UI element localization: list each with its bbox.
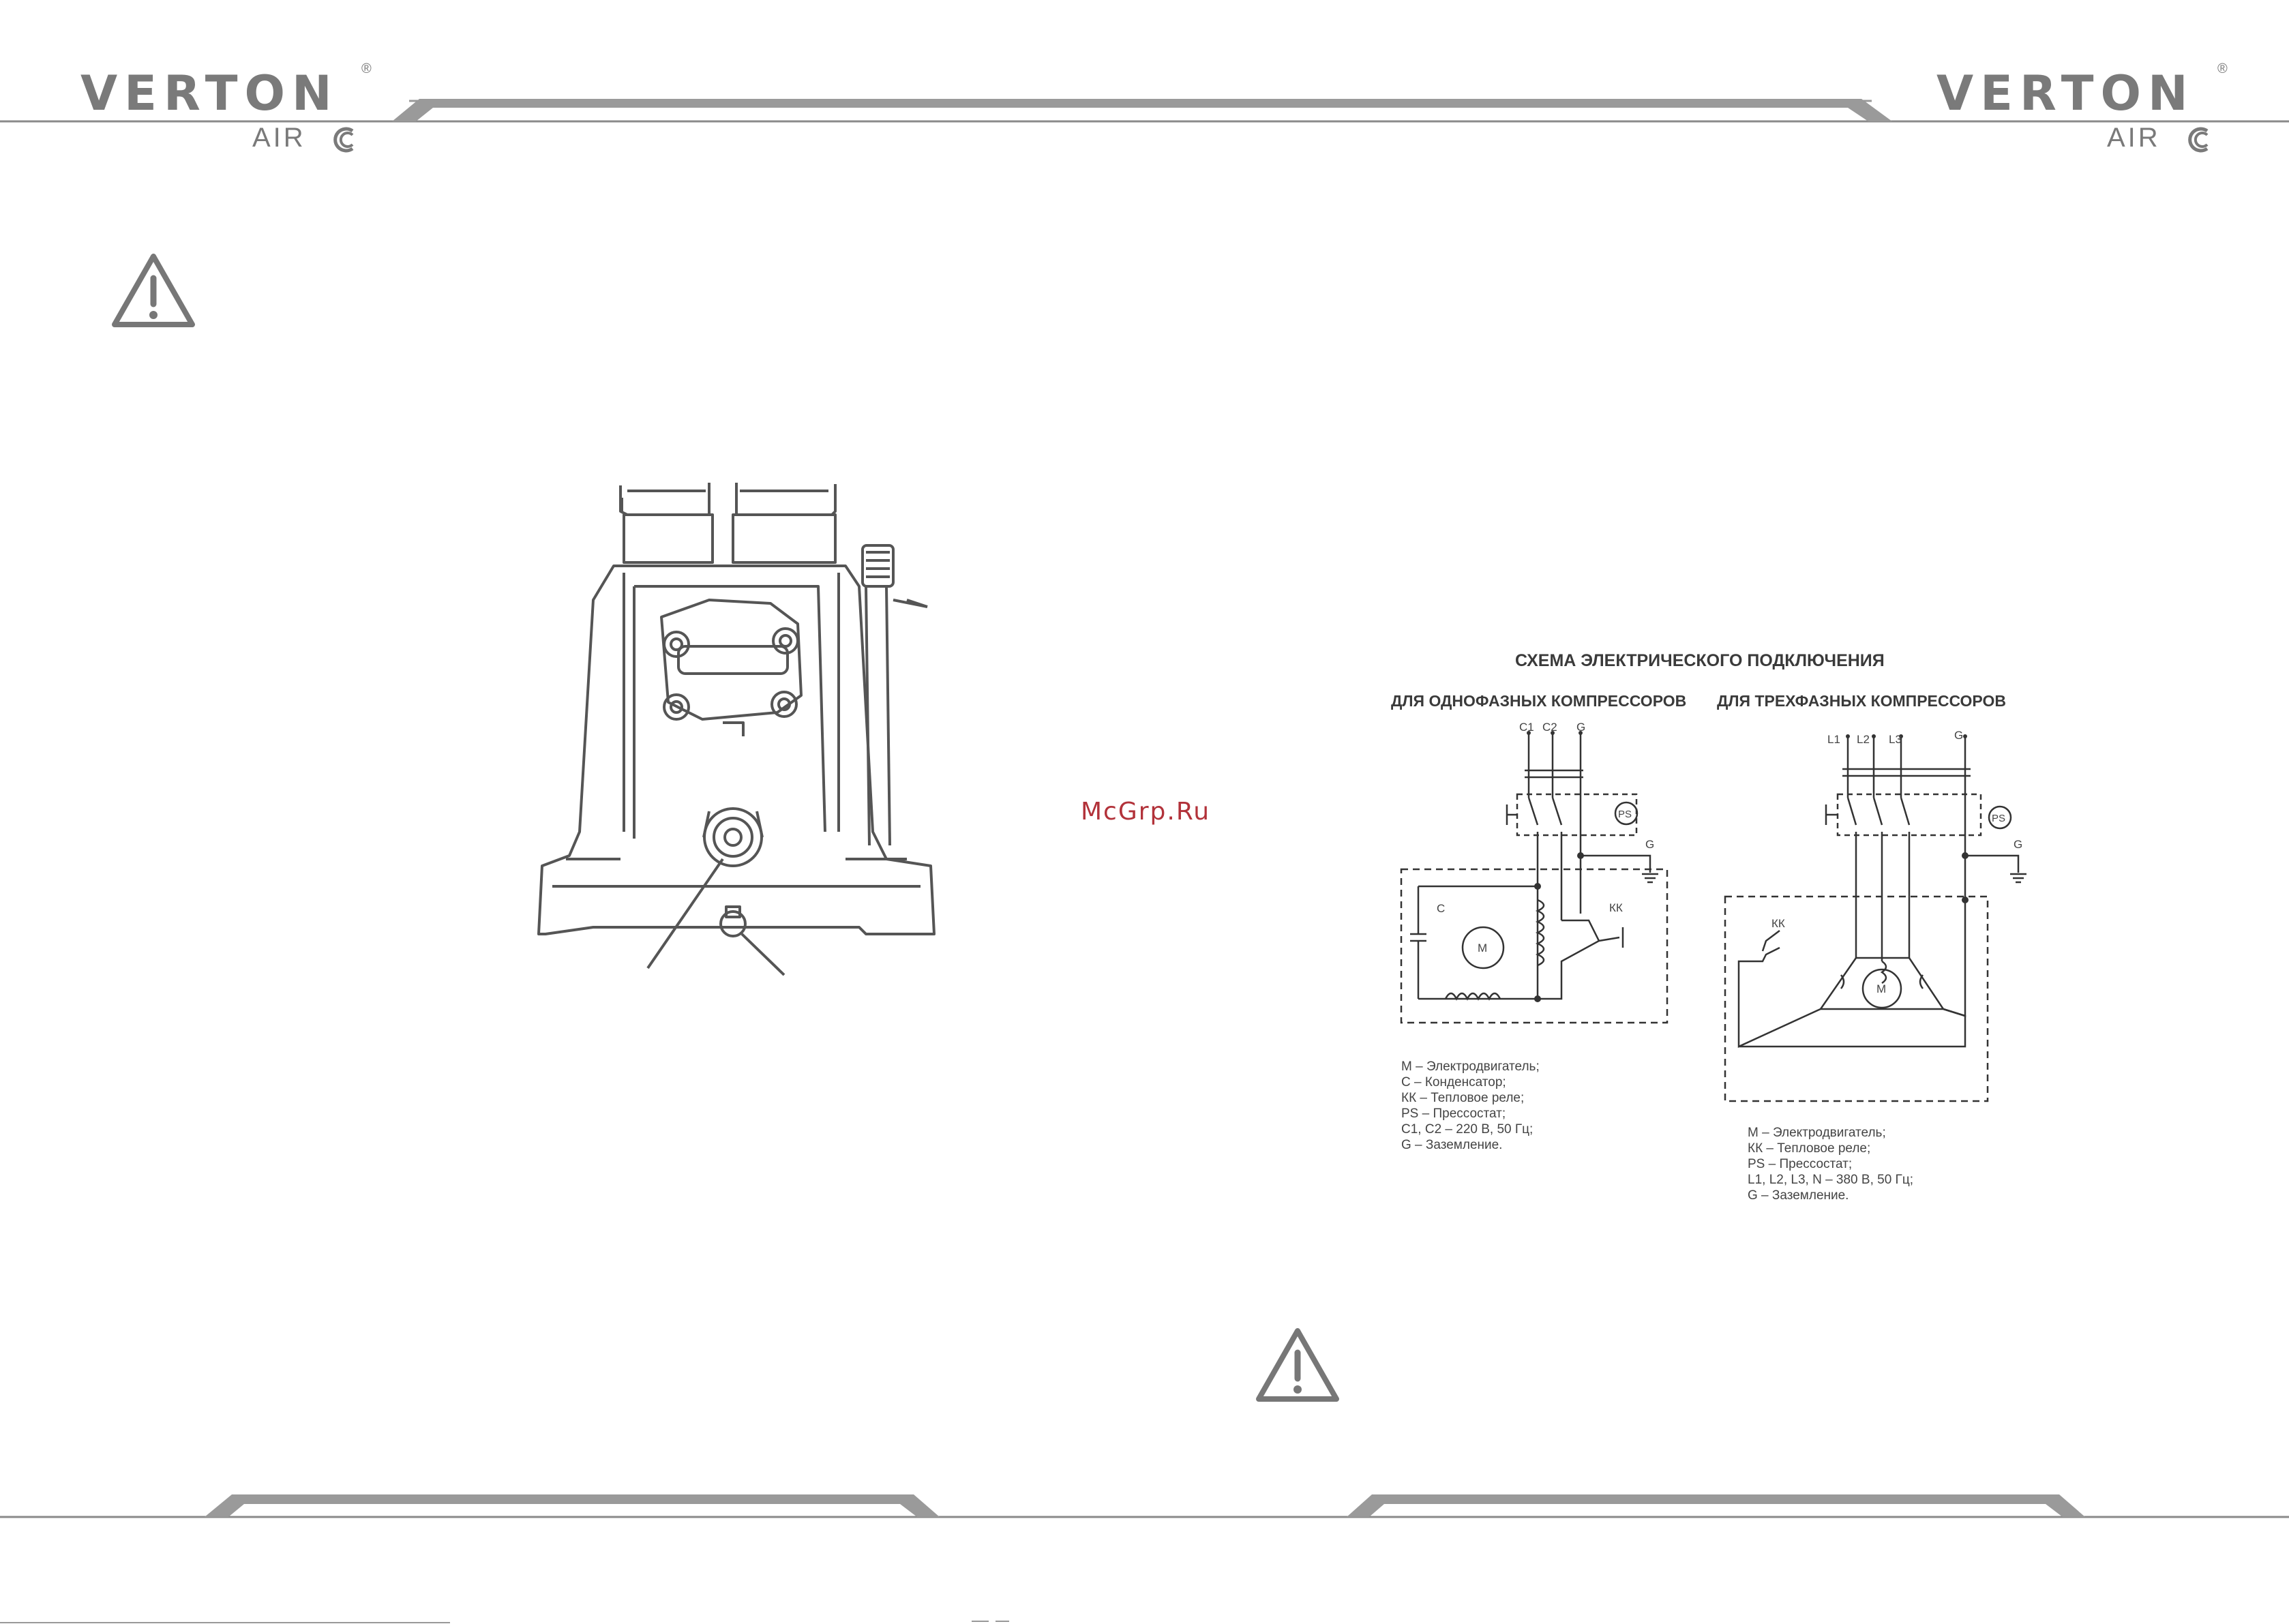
capacitor-label: C — [1437, 902, 1445, 915]
brand-name-left: VERTON — [80, 65, 339, 121]
wind-icon — [333, 127, 354, 153]
legend-item: PS – Прессостат; — [1748, 1157, 1853, 1171]
single-phase-heading: ДЛЯ ОДНОФАЗНЫХ КОМПРЕССОРОВ — [1391, 692, 1687, 710]
warning-triangle-icon — [1256, 1328, 1339, 1402]
terminal-g: G — [1576, 721, 1585, 734]
footer-decoration — [0, 1494, 2289, 1623]
legend-item: КК – Тепловое реле; — [1748, 1141, 1871, 1156]
ground-label: G — [2014, 838, 2022, 851]
legend-item: G – Заземление. — [1748, 1188, 1849, 1203]
motor-label: M — [1478, 942, 1487, 954]
legend-item: L1, L2, L3, N – 380 В, 50 Гц; — [1748, 1173, 1913, 1187]
legend-item: PS – Прессостат; — [1401, 1107, 1506, 1121]
registered-mark-left: ® — [361, 61, 372, 76]
three-phase-heading: ДЛЯ ТРЕХФАЗНЫХ КОМПРЕССОРОВ — [1717, 692, 2006, 710]
terminal-l2: L2 — [1857, 733, 1870, 746]
legend-item: G – Заземление. — [1401, 1138, 1503, 1152]
legend-item: КК – Тепловое реле; — [1401, 1091, 1525, 1105]
relay-label: КК — [1609, 901, 1623, 914]
three-phase-legend: M – Электродвигатель; КК – Тепловое реле… — [1748, 1125, 1913, 1203]
watermark: McGrp.Ru — [1081, 798, 1211, 826]
terminal-c1: C1 — [1519, 721, 1534, 734]
diagram-title: СХЕМА ЭЛЕКТРИЧЕСКОГО ПОДКЛЮЧЕНИЯ — [1515, 651, 1885, 670]
brand-name-right: VERTON — [1936, 65, 2195, 121]
brand-sub-left: AIR — [252, 123, 306, 153]
relay-label: КК — [1771, 917, 1785, 930]
ps-label: PS — [1618, 809, 1632, 820]
motor-label: M — [1876, 982, 1886, 995]
header-decoration — [0, 99, 2289, 123]
ps-label: PS — [1992, 813, 2005, 824]
three-phase-schematic: L1 L2 L3 G PS G M КК — [1724, 729, 2026, 1102]
ground-label: G — [1645, 838, 1654, 851]
single-phase-legend: M – Электродвигатель; C – Конденсатор; К… — [1401, 1059, 1540, 1153]
legend-item: M – Электродвигатель; — [1401, 1059, 1540, 1074]
terminal-g: G — [1954, 729, 1963, 742]
legend-item: C1, C2 – 220 В, 50 Гц; — [1401, 1122, 1534, 1137]
legend-item: M – Электродвигатель; — [1748, 1126, 1886, 1140]
brand-sub-right: AIR — [2107, 123, 2161, 153]
warning-triangle-icon — [112, 254, 195, 327]
compressor-illustration — [537, 483, 936, 976]
registered-mark-right: ® — [2217, 61, 2228, 76]
wind-icon — [2188, 127, 2209, 153]
terminal-l1: L1 — [1827, 733, 1840, 746]
terminal-l3: L3 — [1889, 733, 1902, 746]
single-phase-schematic: C1 C2 G PS G C M КК — [1400, 721, 1669, 1024]
terminal-c2: C2 — [1542, 721, 1557, 734]
legend-item: C – Конденсатор; — [1401, 1075, 1506, 1089]
